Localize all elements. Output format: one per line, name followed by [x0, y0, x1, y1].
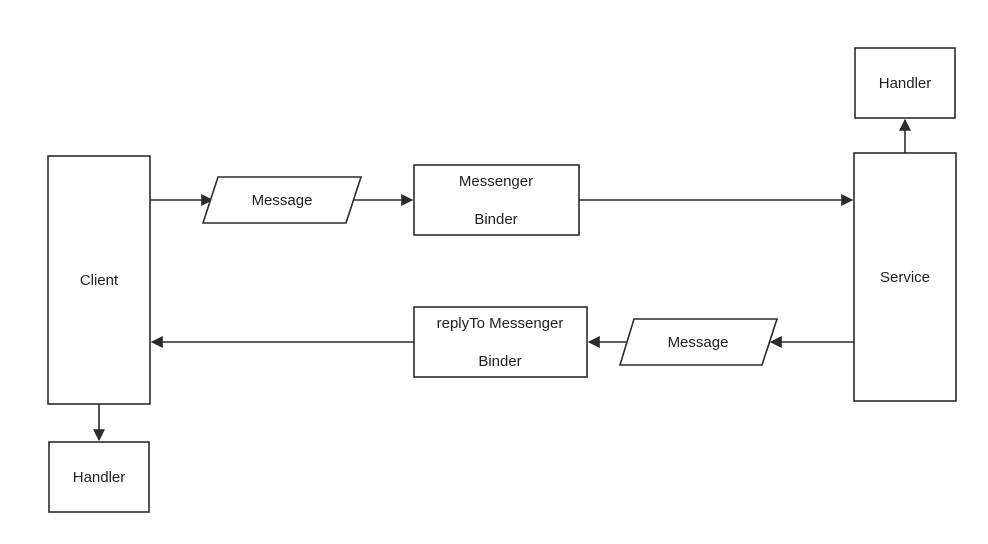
- message-top-node: Message: [201, 176, 363, 224]
- messenger-binder-line2: Binder: [474, 211, 517, 228]
- message-bottom-label: Message: [668, 334, 729, 351]
- client-handler-label: Handler: [73, 469, 126, 486]
- service-handler-label: Handler: [879, 75, 932, 92]
- client-node: Client: [47, 155, 151, 405]
- messenger-binder-line1: Messenger: [459, 173, 533, 190]
- service-node: Service: [853, 152, 957, 402]
- replyto-binder-line2: Binder: [478, 353, 521, 370]
- replyto-binder-line1: replyTo Messenger: [437, 315, 564, 332]
- service-label: Service: [880, 269, 930, 286]
- client-label: Client: [80, 272, 119, 289]
- messenger-binder-node: Messenger Binder: [413, 164, 580, 236]
- service-handler-node: Handler: [854, 47, 956, 119]
- message-top-label: Message: [252, 192, 313, 209]
- message-bottom-node: Message: [618, 318, 779, 366]
- client-handler-node: Handler: [48, 441, 150, 513]
- replyto-binder-node: replyTo Messenger Binder: [413, 306, 588, 378]
